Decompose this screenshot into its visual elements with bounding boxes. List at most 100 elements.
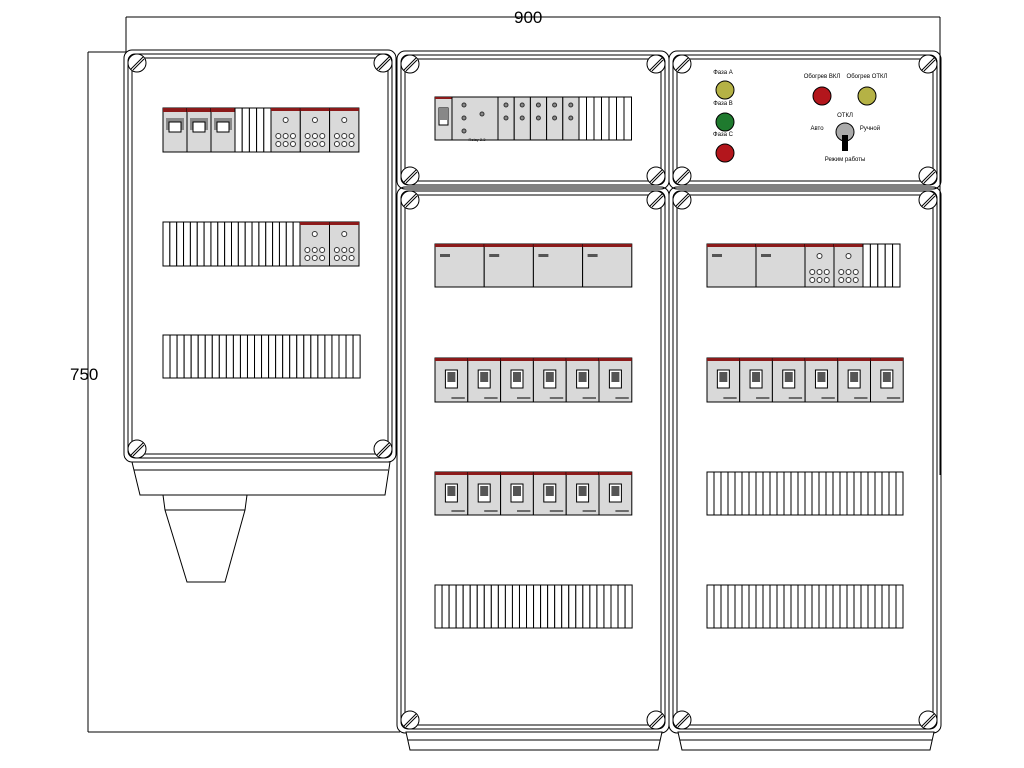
bolt-slot — [376, 442, 390, 456]
blank-slot — [547, 584, 556, 629]
terminal-screw — [319, 141, 326, 147]
indicator-dot — [503, 102, 509, 108]
din-rail-row — [706, 584, 904, 629]
blank-slot — [617, 584, 626, 629]
indicator-dot — [519, 115, 525, 121]
bolt-slot — [675, 713, 689, 727]
blank-slot — [839, 471, 848, 516]
blank-slot — [263, 107, 272, 153]
bolt-slot — [921, 169, 935, 183]
blank-slot — [162, 221, 171, 267]
blank-slot — [211, 334, 220, 379]
blank-slot — [331, 334, 340, 379]
height-dimension-label: 750 — [70, 365, 99, 384]
blank-slot — [251, 221, 260, 267]
relay-screw — [816, 253, 823, 259]
bolt-icon — [127, 53, 147, 73]
blank-slot — [197, 334, 206, 379]
relay-screw — [311, 117, 318, 123]
bolt-slot — [677, 195, 690, 208]
blank-slot — [783, 471, 792, 516]
mcb-toggle — [850, 372, 859, 382]
rcd-indicator — [489, 254, 500, 257]
terminal-screw — [289, 133, 296, 139]
blank-slot — [289, 334, 298, 379]
blank-slot — [892, 243, 901, 288]
blank-slot — [832, 584, 841, 629]
blank-slot — [853, 584, 862, 629]
bolt-slot — [403, 193, 417, 207]
terminal-screw — [348, 141, 355, 147]
blank-slot — [169, 221, 178, 267]
blank-slot — [324, 334, 333, 379]
mcb-toggle — [480, 486, 489, 496]
rcd-module — [706, 243, 757, 288]
blank-slot — [241, 107, 250, 153]
bolt-icon — [400, 166, 420, 186]
mcb-toggle — [611, 486, 620, 496]
indicator-dot — [461, 102, 467, 108]
terminal-screw — [823, 269, 830, 275]
blank-slot — [734, 584, 743, 629]
terminal-screw — [311, 133, 318, 139]
bolt-slot — [675, 57, 689, 71]
mcb-top — [467, 358, 501, 361]
right-top-cabinet — [668, 50, 942, 190]
cabinet-door — [131, 57, 389, 455]
blank-slot — [190, 334, 199, 379]
mcb-top — [566, 472, 599, 475]
blank-slot — [586, 96, 595, 141]
rcd-top — [484, 244, 534, 247]
blank-slot — [713, 584, 722, 629]
blank-slot — [727, 584, 736, 629]
breaker-slot — [192, 121, 206, 133]
relay-screw — [341, 231, 348, 237]
phase-b-lamp — [715, 112, 735, 132]
mcb-toggle — [447, 486, 456, 496]
terminal-screw — [809, 277, 816, 283]
terminal-screw — [341, 255, 348, 261]
blank-slot — [239, 334, 248, 379]
bolt-icon — [672, 710, 692, 730]
bolt-slot — [378, 444, 391, 457]
phase-b-label: Фаза В — [713, 101, 733, 107]
terminal-screw — [348, 255, 355, 261]
din-rail-row — [706, 243, 901, 288]
bolt-slot — [649, 713, 663, 727]
blank-slot — [218, 334, 227, 379]
bolt-slot — [403, 57, 417, 71]
blank-slot — [825, 584, 834, 629]
blank-slot — [296, 334, 305, 379]
bolt-slot — [649, 169, 663, 183]
blank-slot — [282, 334, 291, 379]
mcb-toggle — [480, 372, 489, 382]
relay-screw — [311, 231, 318, 237]
width-dimension-label: 900 — [514, 8, 543, 27]
bolt-slot — [405, 195, 418, 208]
bolt-slot — [130, 56, 144, 70]
blank-slot — [210, 221, 219, 267]
indicator-dot — [519, 102, 525, 108]
left-cabinet-base — [131, 461, 391, 496]
terminal-screw — [275, 141, 282, 147]
blank-slot — [234, 107, 243, 153]
blank-slot — [582, 584, 591, 629]
bolt-slot — [405, 171, 418, 184]
mcb-top — [533, 358, 567, 361]
blank-slot — [720, 584, 729, 629]
cabinet-base — [405, 731, 663, 751]
blank-slot — [434, 584, 443, 629]
blank-slot — [860, 471, 869, 516]
blank-slot — [769, 584, 778, 629]
blank-slot — [203, 221, 212, 267]
cable-gland — [162, 494, 248, 583]
mcb-toggle — [882, 372, 891, 382]
cabinet-frame — [400, 190, 666, 730]
blank-slot — [895, 471, 904, 516]
blank-slot — [248, 107, 258, 153]
blank-slot — [748, 471, 757, 516]
cabinet-door — [404, 58, 662, 182]
blank-slot — [741, 584, 750, 629]
bolt-slot — [923, 195, 936, 208]
bolt-slot — [923, 171, 936, 184]
